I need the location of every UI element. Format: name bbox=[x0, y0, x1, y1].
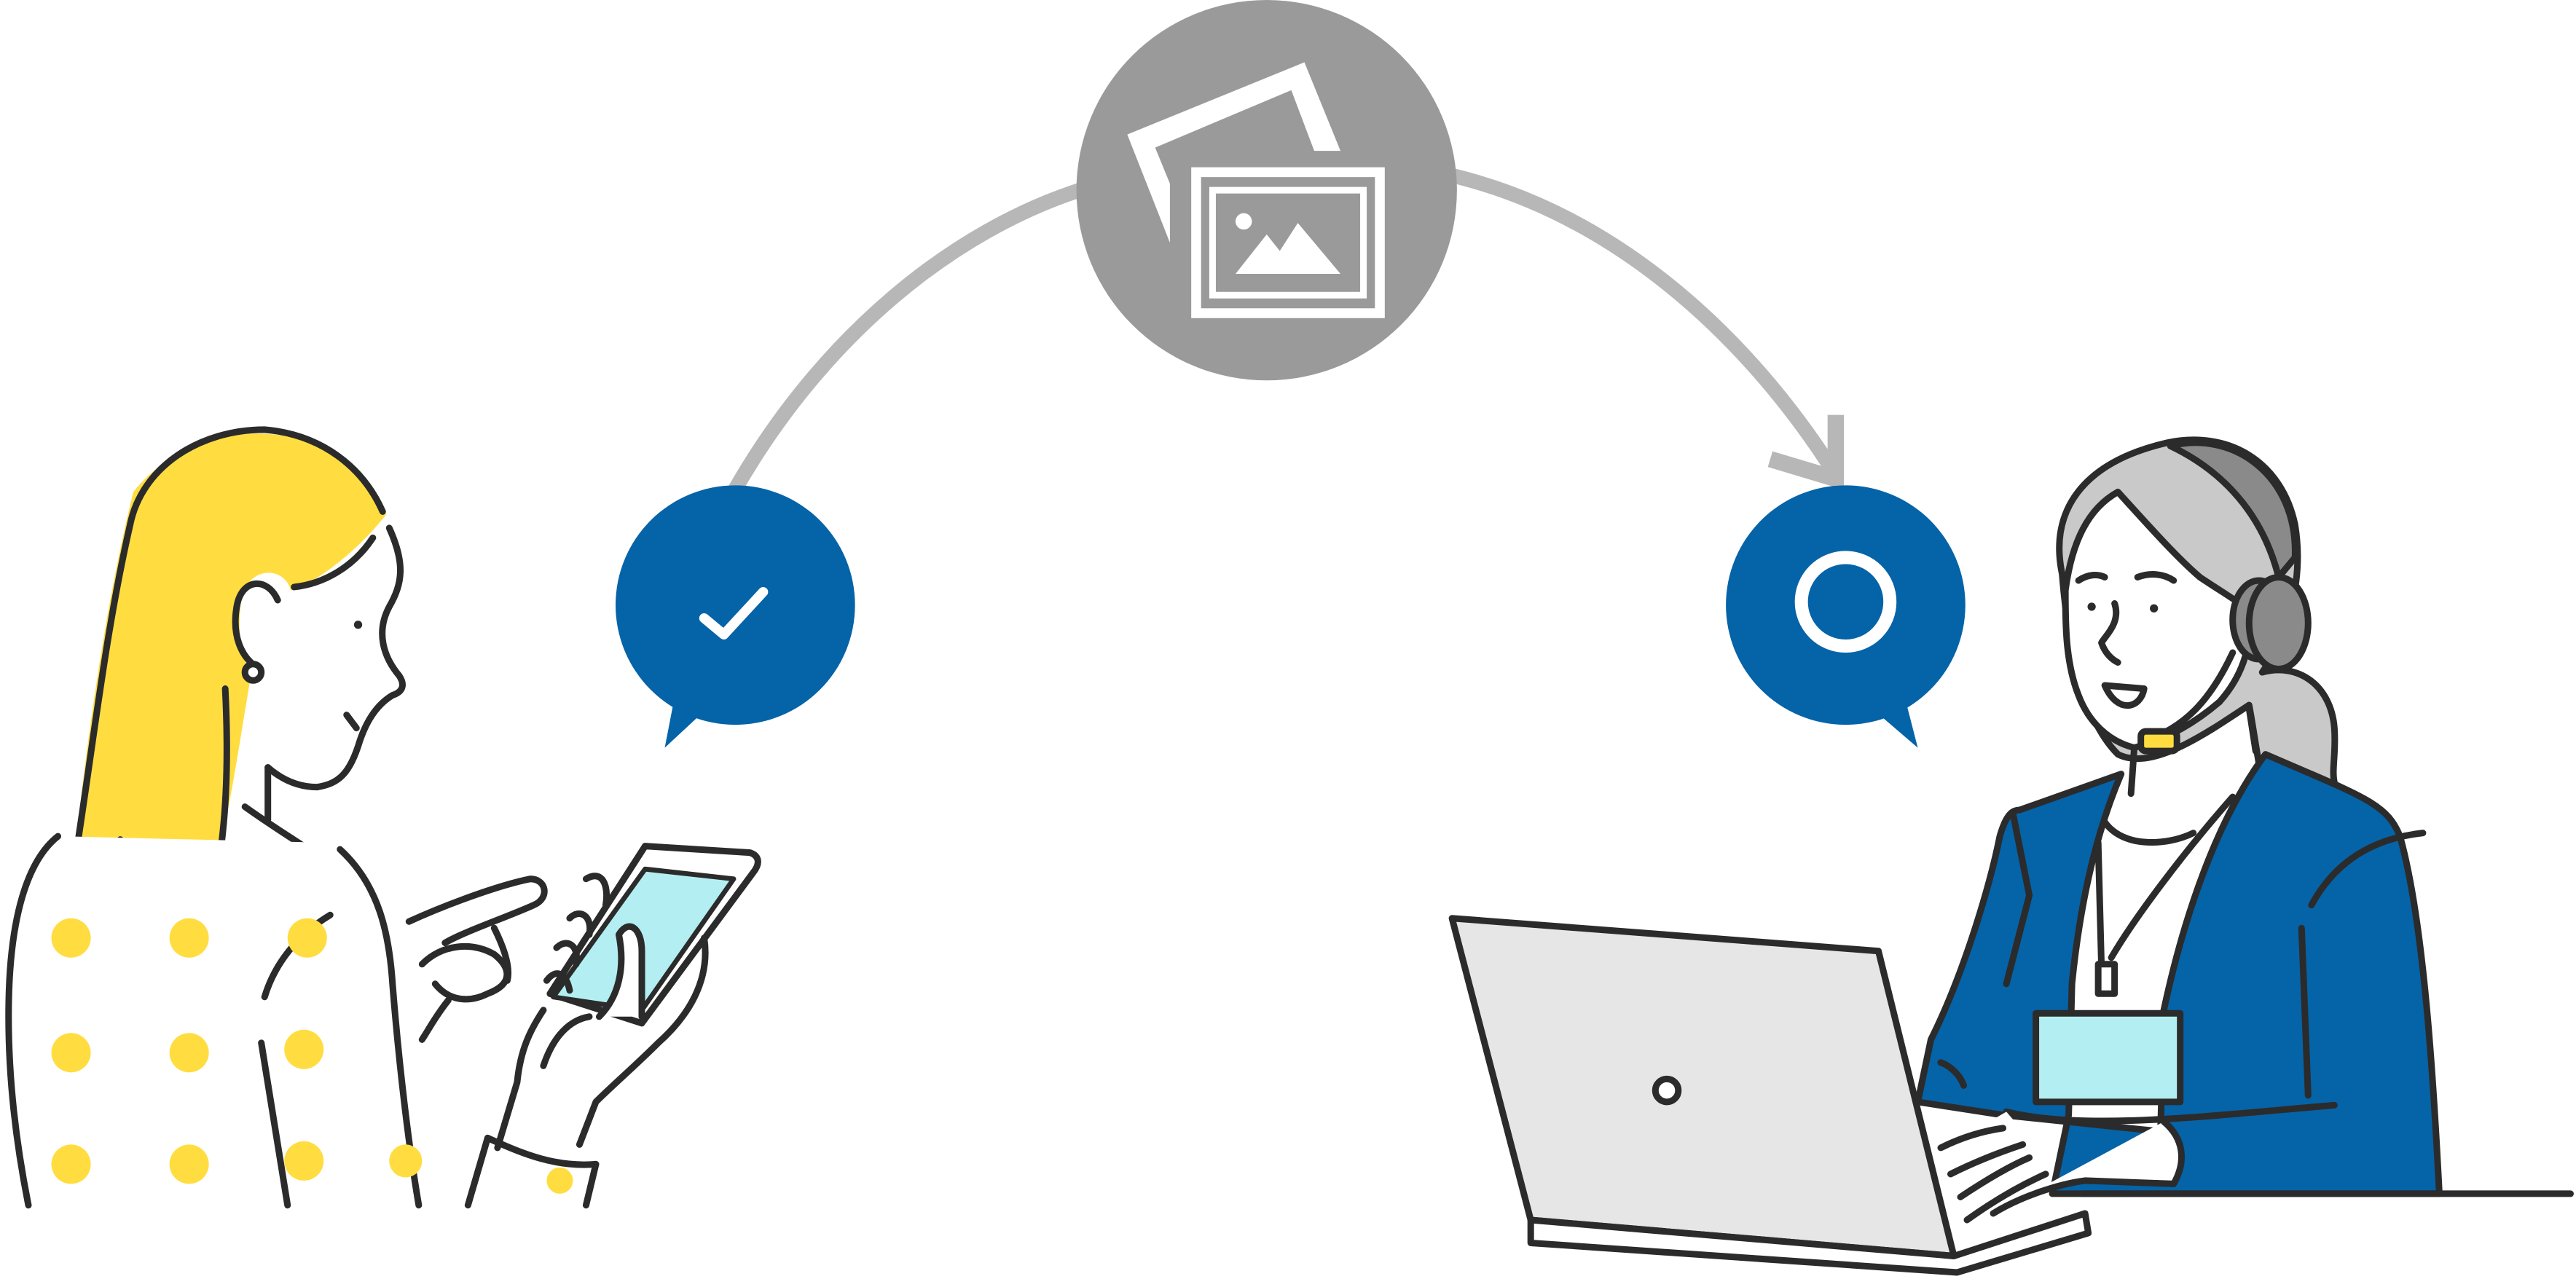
back-hand bbox=[418, 943, 511, 1003]
sleeve-cuff bbox=[2003, 1101, 2338, 1125]
picture-frame bbox=[1191, 167, 1385, 318]
mouth bbox=[343, 712, 360, 732]
eye bbox=[2087, 602, 2096, 611]
arc-path bbox=[1450, 168, 1837, 472]
eye bbox=[2150, 604, 2159, 613]
laptop-lid bbox=[1448, 915, 1957, 1259]
forearm bbox=[1937, 1059, 1968, 1089]
transfer-arc bbox=[727, 168, 1845, 496]
record-ring bbox=[1794, 551, 1897, 653]
lanyard bbox=[2108, 793, 2237, 961]
bubble-body bbox=[615, 485, 855, 725]
brow bbox=[2075, 572, 2108, 584]
hair-strand bbox=[291, 534, 377, 591]
back-hand-finger bbox=[490, 924, 511, 984]
front-hand-thumb bbox=[576, 934, 709, 1148]
mountains bbox=[1235, 223, 1341, 274]
shoulder-line bbox=[261, 911, 334, 1001]
sun-dot bbox=[1235, 213, 1252, 230]
earring bbox=[241, 661, 265, 684]
record-dot-inner bbox=[1813, 569, 1879, 635]
checkmark-icon bbox=[699, 586, 769, 640]
front-hand bbox=[595, 923, 645, 1020]
nose bbox=[2098, 599, 2121, 666]
check-bubble bbox=[615, 485, 855, 748]
blazer-seam bbox=[2308, 830, 2427, 909]
id-badge bbox=[2033, 1010, 2184, 1106]
neck bbox=[2127, 744, 2138, 798]
polka-dots bbox=[51, 918, 573, 1194]
picture-inner bbox=[1209, 186, 1367, 299]
back-hand bbox=[405, 875, 548, 946]
laptop-base bbox=[1527, 1210, 2092, 1276]
mouth bbox=[2101, 682, 2148, 709]
hand bbox=[1944, 1111, 2027, 1168]
id-badge-clip bbox=[2094, 961, 2118, 997]
sleeve-edge bbox=[464, 1134, 600, 1209]
webcam-icon bbox=[1652, 1075, 1682, 1106]
lanyard bbox=[2094, 839, 2105, 971]
face-profile bbox=[264, 524, 406, 791]
headset-earcup-icon bbox=[2245, 573, 2312, 673]
shirt-collar bbox=[2098, 813, 2197, 846]
arc-path bbox=[727, 181, 1087, 496]
headset-mic-icon bbox=[2137, 728, 2180, 755]
customer-figure bbox=[5, 426, 761, 1209]
hair-dark bbox=[2167, 439, 2298, 581]
hand-fingers bbox=[1937, 1125, 2049, 1224]
photo-send-icon bbox=[1076, 0, 1457, 381]
blazer-seam bbox=[2298, 924, 2312, 1099]
sleeve-cuff bbox=[484, 1134, 600, 1168]
brow bbox=[2134, 571, 2178, 584]
arm bbox=[494, 1007, 547, 1152]
tilted-card bbox=[1127, 62, 1341, 243]
operator-figure bbox=[1914, 436, 2575, 1224]
hand-right bbox=[1990, 1118, 2185, 1217]
front-hand bbox=[543, 873, 610, 994]
lapel bbox=[2003, 810, 2033, 988]
record-bubble bbox=[1726, 485, 1966, 748]
blazer-seam bbox=[2245, 705, 2259, 755]
laptop bbox=[1448, 915, 2092, 1276]
blouse-outline bbox=[5, 833, 62, 1209]
arrowhead-icon bbox=[1767, 414, 1845, 490]
eye bbox=[353, 621, 363, 629]
front-hand-palm bbox=[540, 1013, 593, 1069]
sleeve-line bbox=[258, 1039, 291, 1209]
ear bbox=[232, 580, 281, 669]
back-hand-wrist bbox=[418, 996, 452, 1043]
